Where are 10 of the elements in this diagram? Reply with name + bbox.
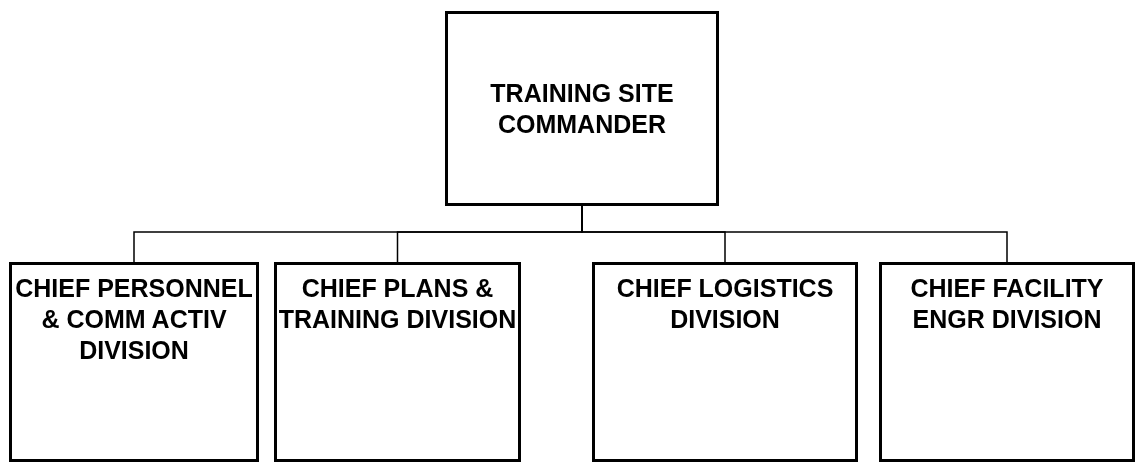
position-title: CHIEF PLANS & TRAINING DIVISION xyxy=(277,273,518,335)
org-box xyxy=(445,11,719,206)
org-box xyxy=(592,262,858,462)
position-title: CHIEF LOGISTICS DIVISION xyxy=(615,273,835,335)
position-title: CHIEF PERSONNEL & COMM ACTIV DIVISION xyxy=(14,273,254,366)
org-box xyxy=(879,262,1135,462)
position-title: CHIEF FACILITY ENGR DIVISION xyxy=(909,273,1105,335)
position-title: TRAINING SITE COMMANDER xyxy=(489,77,675,140)
org-box xyxy=(9,262,259,462)
org-box xyxy=(274,262,521,462)
